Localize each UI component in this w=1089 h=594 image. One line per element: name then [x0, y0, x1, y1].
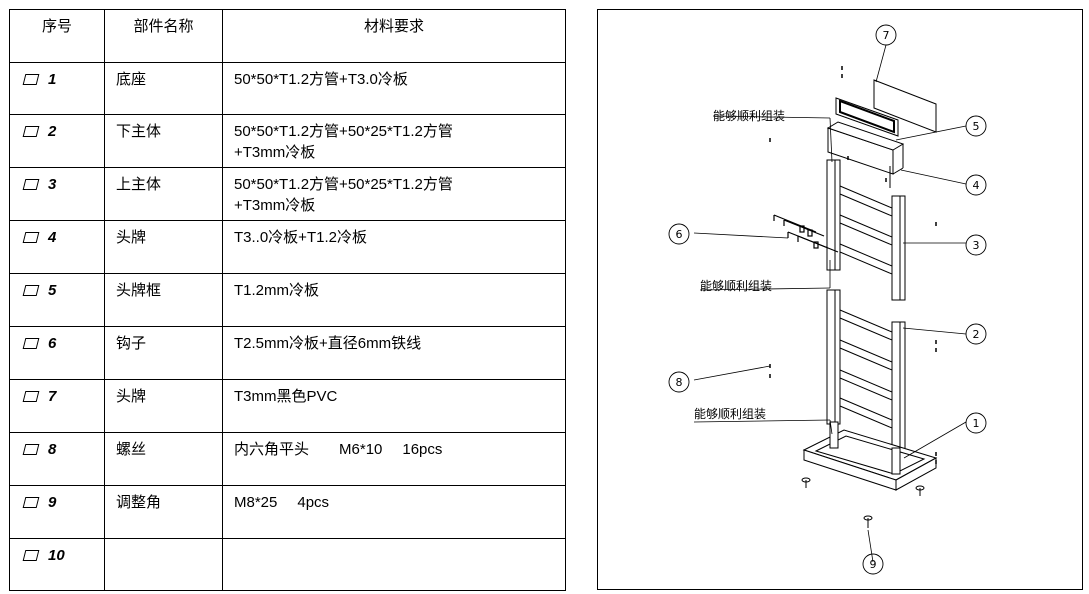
- table-header-row: 序号 部件名称 材料要求: [9, 9, 566, 63]
- checkbox[interactable]: [22, 550, 40, 561]
- callout-9-label: 9: [870, 558, 877, 571]
- table-row: 6 钩子 T2.5mm冷板+直径6mm铁线: [9, 326, 566, 380]
- material-requirement: T3mm黑色PVC: [222, 379, 566, 433]
- row-number: 2: [48, 123, 57, 140]
- header-name: 部件名称: [104, 9, 223, 63]
- assembly-annotation-bottom: 能够顺利组装: [694, 407, 766, 421]
- material-requirement: T3..0冷板+T1.2冷板: [222, 220, 566, 274]
- leader-lines: [693, 44, 967, 563]
- parts-table: 序号 部件名称 材料要求 1 底座 50*50*T1.2方管+T3.0冷板 2 …: [9, 9, 566, 591]
- callout-7: [875, 24, 897, 46]
- callout-6: [668, 223, 690, 245]
- row-number: 10: [48, 547, 65, 564]
- part-name: 底座: [104, 62, 223, 115]
- header-material: 材料要求: [222, 9, 566, 63]
- part-name: 头牌: [104, 379, 223, 433]
- assembly-annotation-mid: 能够顺利组装: [700, 279, 772, 293]
- callout-5: [965, 115, 987, 137]
- material-requirement: 50*50*T1.2方管+50*25*T1.2方管+T3mm冷板: [222, 167, 566, 221]
- callout-7-label: 7: [883, 29, 890, 42]
- row-number: 3: [48, 176, 57, 193]
- table-row: 7 头牌 T3mm黑色PVC: [9, 379, 566, 433]
- callout-3-label: 3: [973, 239, 980, 252]
- callout-5-label: 5: [973, 120, 980, 133]
- checkbox[interactable]: [22, 285, 40, 296]
- table-row: 10: [9, 538, 566, 591]
- callout-3: [965, 234, 987, 256]
- row-number: 8: [48, 441, 57, 458]
- callouts: [668, 24, 987, 575]
- screws: [769, 66, 937, 464]
- callout-2: [965, 323, 987, 345]
- callout-1: [965, 412, 987, 434]
- hooks: [773, 214, 839, 253]
- checkbox[interactable]: [22, 74, 40, 85]
- table-row: 4 头牌 T3..0冷板+T1.2冷板: [9, 220, 566, 274]
- part-name: 下主体: [104, 114, 223, 168]
- callout-2-label: 2: [973, 328, 980, 341]
- checkbox[interactable]: [22, 232, 40, 243]
- checkbox[interactable]: [22, 497, 40, 508]
- lower-main-body: [826, 289, 906, 455]
- part-name: 螺丝: [104, 432, 223, 486]
- material-requirement: 50*50*T1.2方管+T3.0冷板: [222, 62, 566, 115]
- assembly-annotation-top: 能够顺利组装: [713, 109, 785, 123]
- leveling-feet: [801, 477, 925, 528]
- table-row: 5 头牌框 T1.2mm冷板: [9, 273, 566, 327]
- row-number: 9: [48, 494, 57, 511]
- part-name: 上主体: [104, 167, 223, 221]
- callout-6-label: 6: [676, 228, 683, 241]
- upper-main-body: [826, 159, 906, 301]
- row-number: 1: [48, 71, 57, 88]
- callout-4: [965, 174, 987, 196]
- row-number: 7: [48, 388, 57, 405]
- checkbox[interactable]: [22, 179, 40, 190]
- callout-1-label: 1: [973, 417, 980, 430]
- material-requirement: 50*50*T1.2方管+50*25*T1.2方管+T3mm冷板: [222, 114, 566, 168]
- part-name: [104, 538, 223, 591]
- checkbox[interactable]: [22, 126, 40, 137]
- part-name: 调整角: [104, 485, 223, 539]
- part-name: 头牌框: [104, 273, 223, 327]
- part-name: 头牌: [104, 220, 223, 274]
- row-number: 6: [48, 335, 57, 352]
- table-row: 2 下主体 50*50*T1.2方管+50*25*T1.2方管+T3mm冷板: [9, 114, 566, 168]
- exploded-assembly-drawing: 7 5 4 3 6 2 8 1 9 能够顺利组装 能够顺利组装 能够顺利组装: [597, 9, 1083, 590]
- callout-8: [668, 371, 690, 393]
- header-num: 序号: [9, 9, 105, 63]
- material-requirement: T1.2mm冷板: [222, 273, 566, 327]
- base-frame: [802, 421, 938, 491]
- assembly-svg: 7 5 4 3 6 2 8 1 9 能够顺利组装 能够顺利组装 能够顺利组装: [668, 24, 987, 575]
- material-requirement: T2.5mm冷板+直径6mm铁线: [222, 326, 566, 380]
- checkbox[interactable]: [22, 444, 40, 455]
- table-row: 1 底座 50*50*T1.2方管+T3.0冷板: [9, 62, 566, 115]
- table-row: 3 上主体 50*50*T1.2方管+50*25*T1.2方管+T3mm冷板: [9, 167, 566, 221]
- checkbox[interactable]: [22, 391, 40, 402]
- row-number: 5: [48, 282, 57, 299]
- callout-8-label: 8: [676, 376, 683, 389]
- checkbox[interactable]: [22, 338, 40, 349]
- callout-4-label: 4: [973, 179, 980, 192]
- callout-9: [862, 553, 884, 575]
- part-name: 钩子: [104, 326, 223, 380]
- material-requirement: [222, 538, 566, 591]
- row-number: 4: [48, 229, 57, 246]
